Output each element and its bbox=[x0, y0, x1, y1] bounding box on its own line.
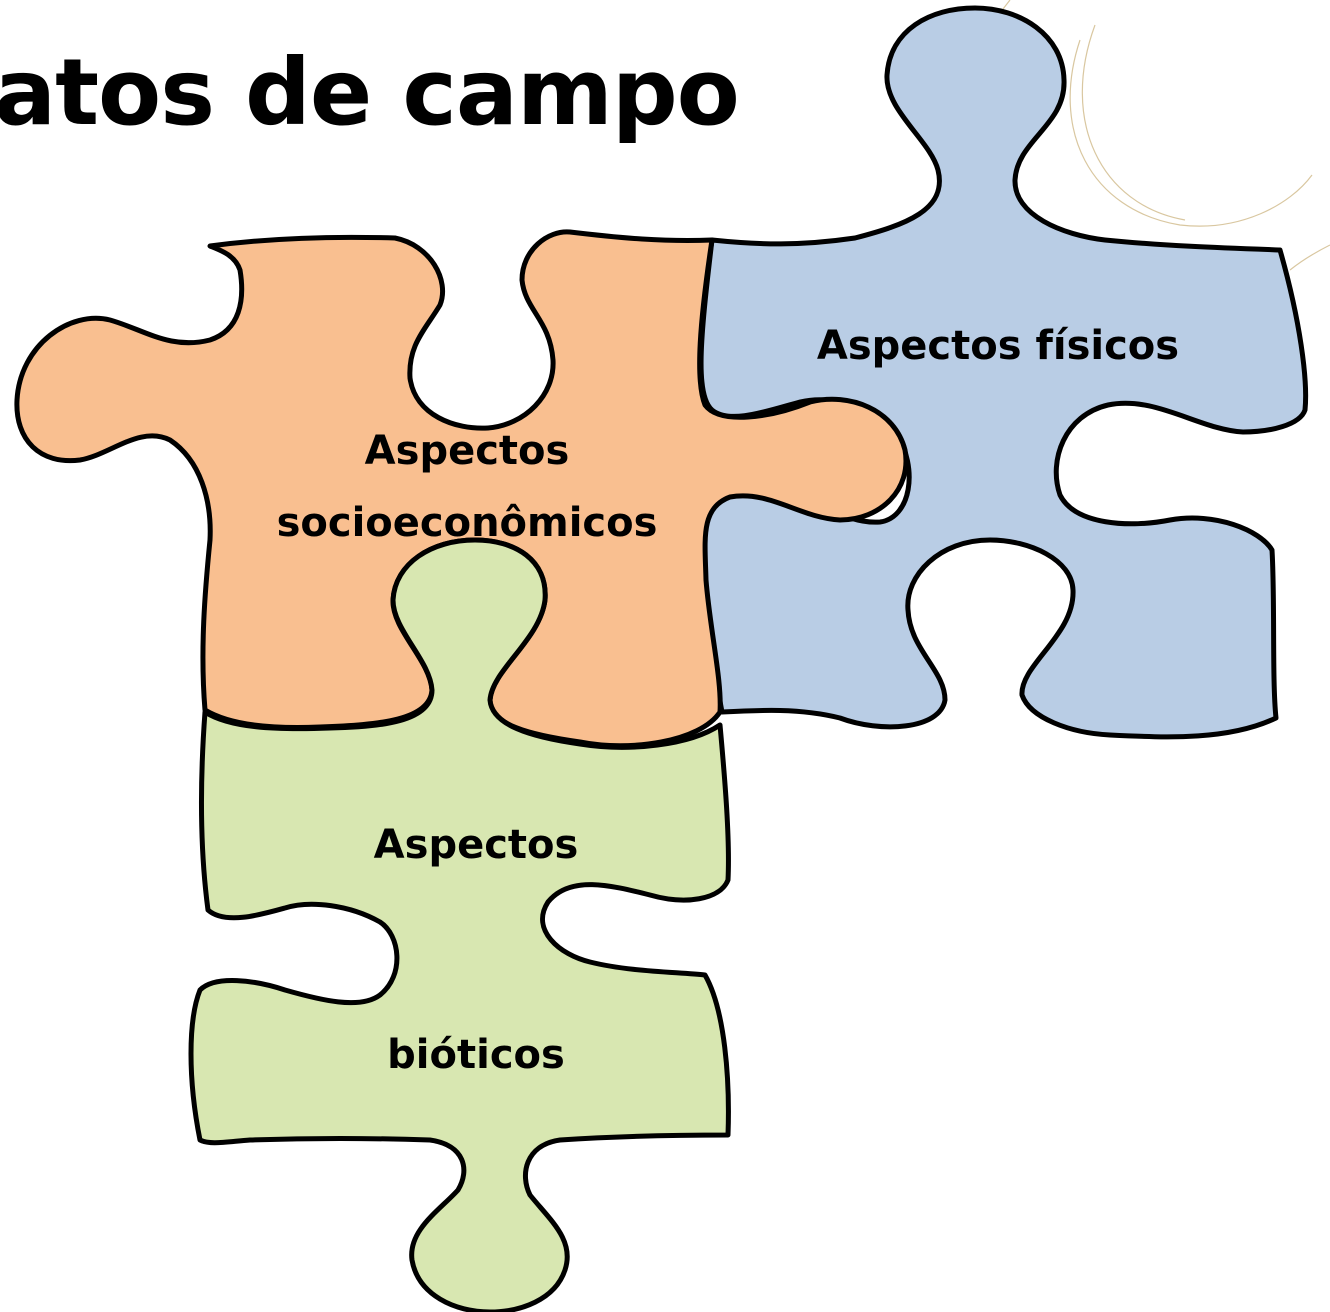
piece-label-fisicos: Aspectos físicos bbox=[817, 323, 1179, 369]
puzzle-piece-fisicos bbox=[698, 5, 1309, 740]
piece-label-socioeconomicos-line1: Aspectos bbox=[365, 428, 570, 474]
piece-label-bioticos-line1: Aspectos bbox=[374, 822, 579, 868]
page-title: atos de campo bbox=[0, 39, 740, 146]
puzzle-piece-bioticos bbox=[188, 537, 731, 1312]
puzzle-piece-socioeconomicos bbox=[14, 229, 909, 749]
piece-label-bioticos-line2: bióticos bbox=[387, 1032, 565, 1078]
piece-label-socioeconomicos-line2: socioeconômicos bbox=[277, 500, 658, 546]
